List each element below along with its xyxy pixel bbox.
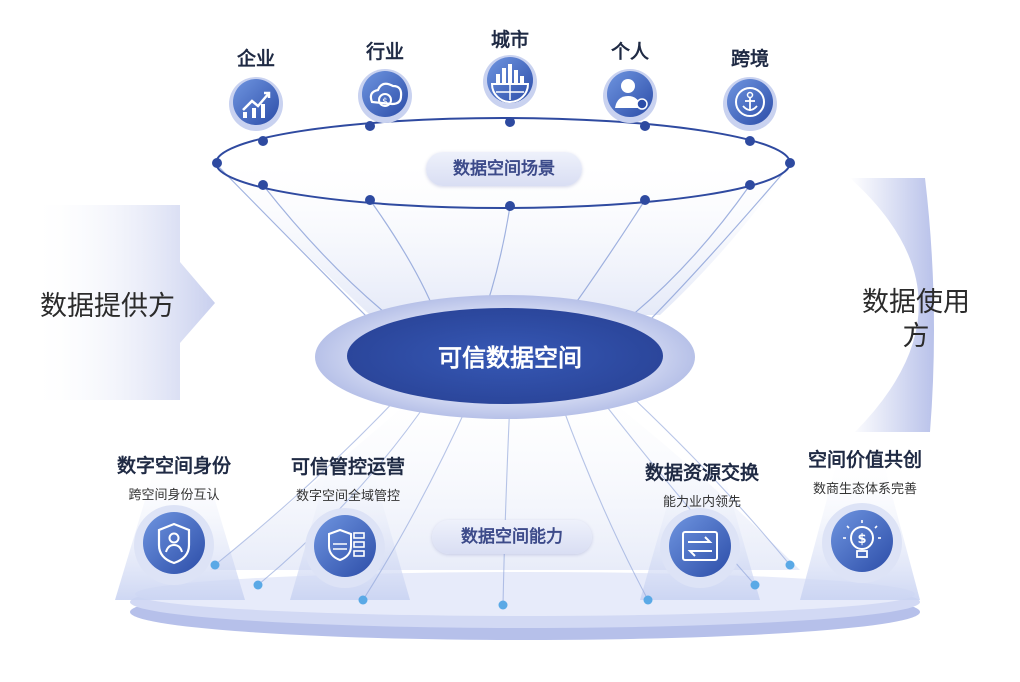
capability-title-identity: 数字空间身份 [116,455,231,477]
platform-dots [210,560,795,610]
shield-list-icon [305,508,385,588]
core-disk [347,308,663,404]
scenario-label-personal: 个人 [610,41,649,63]
user-label-line2: 方 [902,321,930,352]
ring-dots [212,117,795,211]
platform-top [135,572,915,616]
capability-title-exchange: 数据资源交换 [644,462,759,484]
core-title: 可信数据空间 [438,344,582,372]
exchange-arrows-icon [660,508,740,588]
scenario-label-crossborder: 跨境 [730,48,769,70]
scenario-ring-label: 数据空间场景 [426,152,582,186]
svg-text:$: $ [382,97,388,107]
user-label-line1: 数据使用 [862,287,970,318]
scenario-label-industry: 行业 [365,41,404,63]
shield-person-icon [134,505,214,585]
user-crescent [850,178,934,432]
provider-arrow [30,205,215,400]
capability-label: 数据空间能力 [432,520,592,554]
coin-cloud-icon: $ [358,69,412,123]
lightbulb-dollar-icon: $ [822,503,902,583]
anchor-icon [723,77,777,131]
svg-text:$: $ [857,532,866,547]
capability-subtitle-cocreation: 数商生态体系完善 [812,482,917,497]
scenario-label-enterprise: 企业 [236,48,275,70]
capability-subtitle-governance: 数字空间全域管控 [295,489,400,504]
provider-label: 数据提供方 [40,291,175,322]
scenario-label-city: 城市 [490,29,529,51]
person-icon [603,69,657,123]
capability-title-governance: 可信管控运营 [290,456,405,478]
capability-subtitle-exchange: 能力业内领先 [662,495,741,510]
capability-title-cocreation: 空间价值共创 [807,449,922,471]
capability-subtitle-identity: 跨空间身份互认 [128,488,220,503]
city-globe-icon [483,55,537,109]
growth-chart-icon [229,77,283,131]
